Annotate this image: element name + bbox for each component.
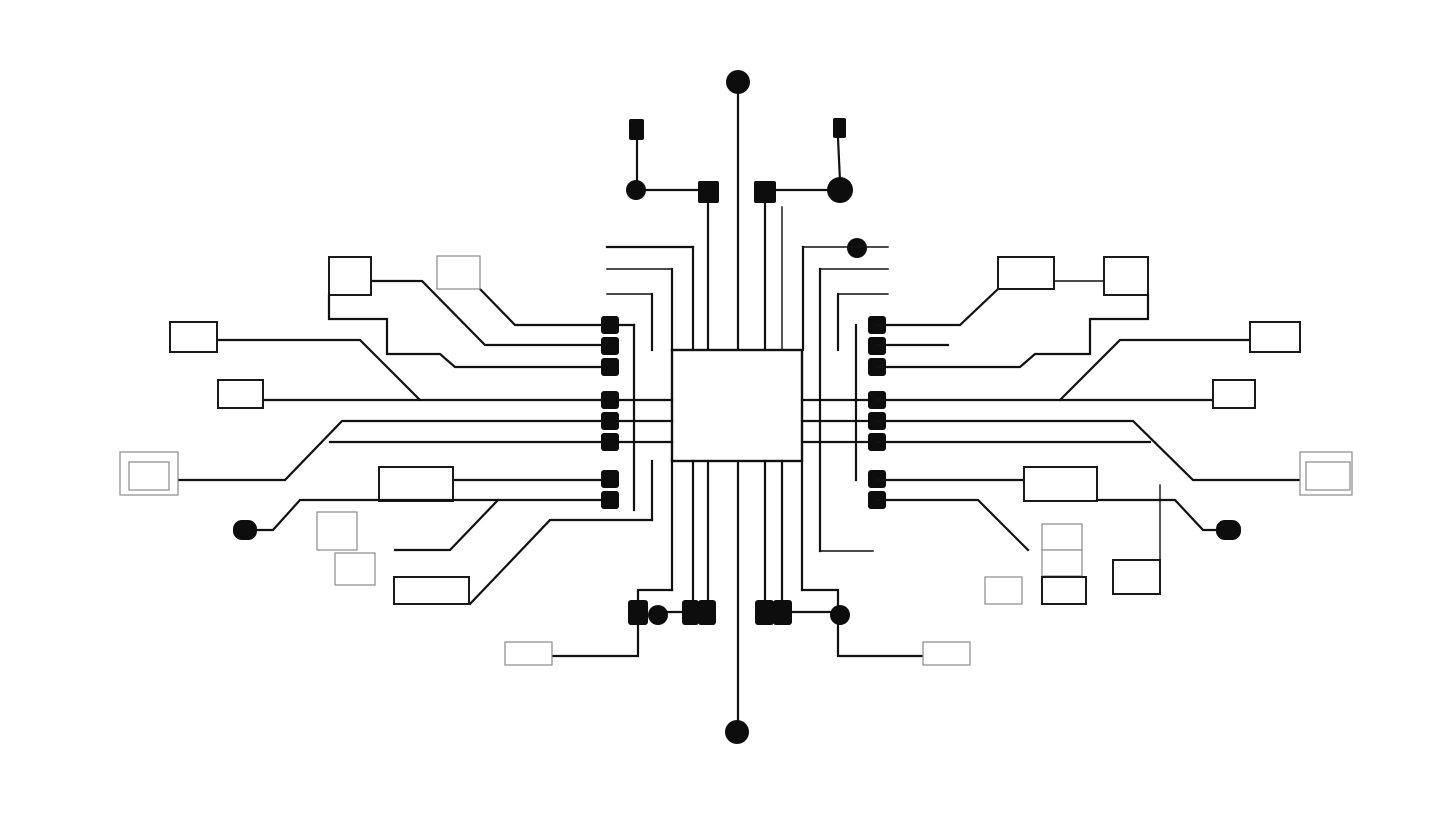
top-terminal: [726, 70, 750, 94]
right-bus-lines: [818, 267, 889, 553]
bottom-terminal: [725, 720, 749, 744]
left-pad-column: [601, 316, 619, 509]
central-chip-icon: [670, 348, 804, 463]
right-traces: [875, 256, 1353, 605]
chip-side-wires: [617, 398, 870, 444]
bottom-cluster: [504, 459, 971, 666]
vertical-spine: [725, 70, 750, 744]
left-traces: [119, 255, 654, 606]
top-cluster: [605, 118, 889, 352]
left-bus-lines: [606, 267, 674, 522]
